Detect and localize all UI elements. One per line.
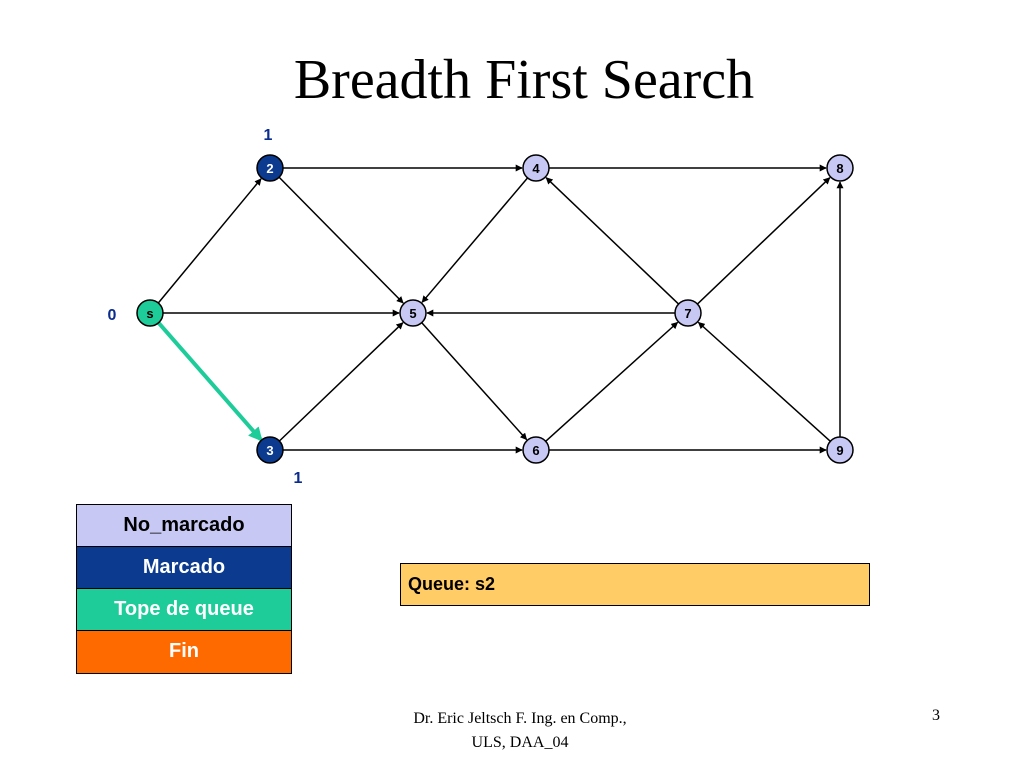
- node-label-3: 3: [266, 443, 273, 458]
- edge-6-to-7: [545, 321, 679, 442]
- node-circle-2: [256, 154, 284, 182]
- node-9: 9: [826, 436, 854, 464]
- edge-3-to-5: [278, 322, 404, 442]
- edge-s-to-3: [157, 321, 263, 442]
- node-5: 5: [399, 299, 427, 327]
- distance-label-3: 1: [294, 470, 303, 487]
- node-circle-5: [399, 299, 427, 327]
- node-6: 6: [522, 436, 550, 464]
- footer: Dr. Eric Jeltsch F. Ing. en Comp., ULS, …: [340, 707, 700, 755]
- node-label-2: 2: [266, 161, 273, 176]
- node-label-6: 6: [532, 443, 539, 458]
- node-circle-9: [826, 436, 854, 464]
- edge-7-to-8: [696, 177, 831, 305]
- edge-7-to-4: [545, 177, 680, 305]
- legend-no-marcado: No_marcado: [77, 505, 291, 547]
- legend-marcado: Marcado: [77, 547, 291, 589]
- node-circle-6: [522, 436, 550, 464]
- node-circle-4: [522, 154, 550, 182]
- node-label-8: 8: [836, 161, 843, 176]
- node-2: 2: [256, 154, 284, 182]
- distance-label-s: 0: [108, 307, 117, 324]
- node-circle-s: [136, 299, 164, 327]
- distance-labels-layer: 0 1 1: [108, 127, 303, 487]
- node-label-7: 7: [684, 306, 691, 321]
- node-circle-8: [826, 154, 854, 182]
- node-7: 7: [674, 299, 702, 327]
- legend-fin: Fin: [77, 631, 291, 673]
- node-3: 3: [256, 436, 284, 464]
- footer-line-2: ULS, DAA_04: [471, 734, 569, 751]
- edge-2-to-5: [278, 176, 404, 304]
- node-label-4: 4: [532, 161, 540, 176]
- node-label-5: 5: [409, 306, 416, 321]
- edge-9-to-7: [697, 321, 831, 442]
- slide-title: Breadth First Search: [293, 49, 755, 111]
- queue-box: Queue: s2: [400, 563, 870, 606]
- legend-table: No_marcado Marcado Tope de queue Fin: [76, 504, 292, 674]
- legend-tope-de-queue: Tope de queue: [77, 589, 291, 631]
- node-4: 4: [522, 154, 550, 182]
- node-label-9: 9: [836, 443, 843, 458]
- footer-line-1: Dr. Eric Jeltsch F. Ing. en Comp.,: [413, 710, 627, 727]
- edge-5-to-6: [421, 322, 528, 441]
- nodes-layer: s 2 3 4 5 6 7 8 9: [136, 154, 854, 464]
- node-label-s: s: [146, 306, 153, 321]
- edge-s-to-2: [157, 178, 262, 304]
- edges-layer: [157, 164, 844, 454]
- page-number: 3: [932, 707, 940, 724]
- node-circle-3: [256, 436, 284, 464]
- distance-label-2: 1: [264, 127, 273, 144]
- edge-4-to-5: [421, 177, 529, 303]
- node-8: 8: [826, 154, 854, 182]
- node-circle-7: [674, 299, 702, 327]
- node-s: s: [136, 299, 164, 327]
